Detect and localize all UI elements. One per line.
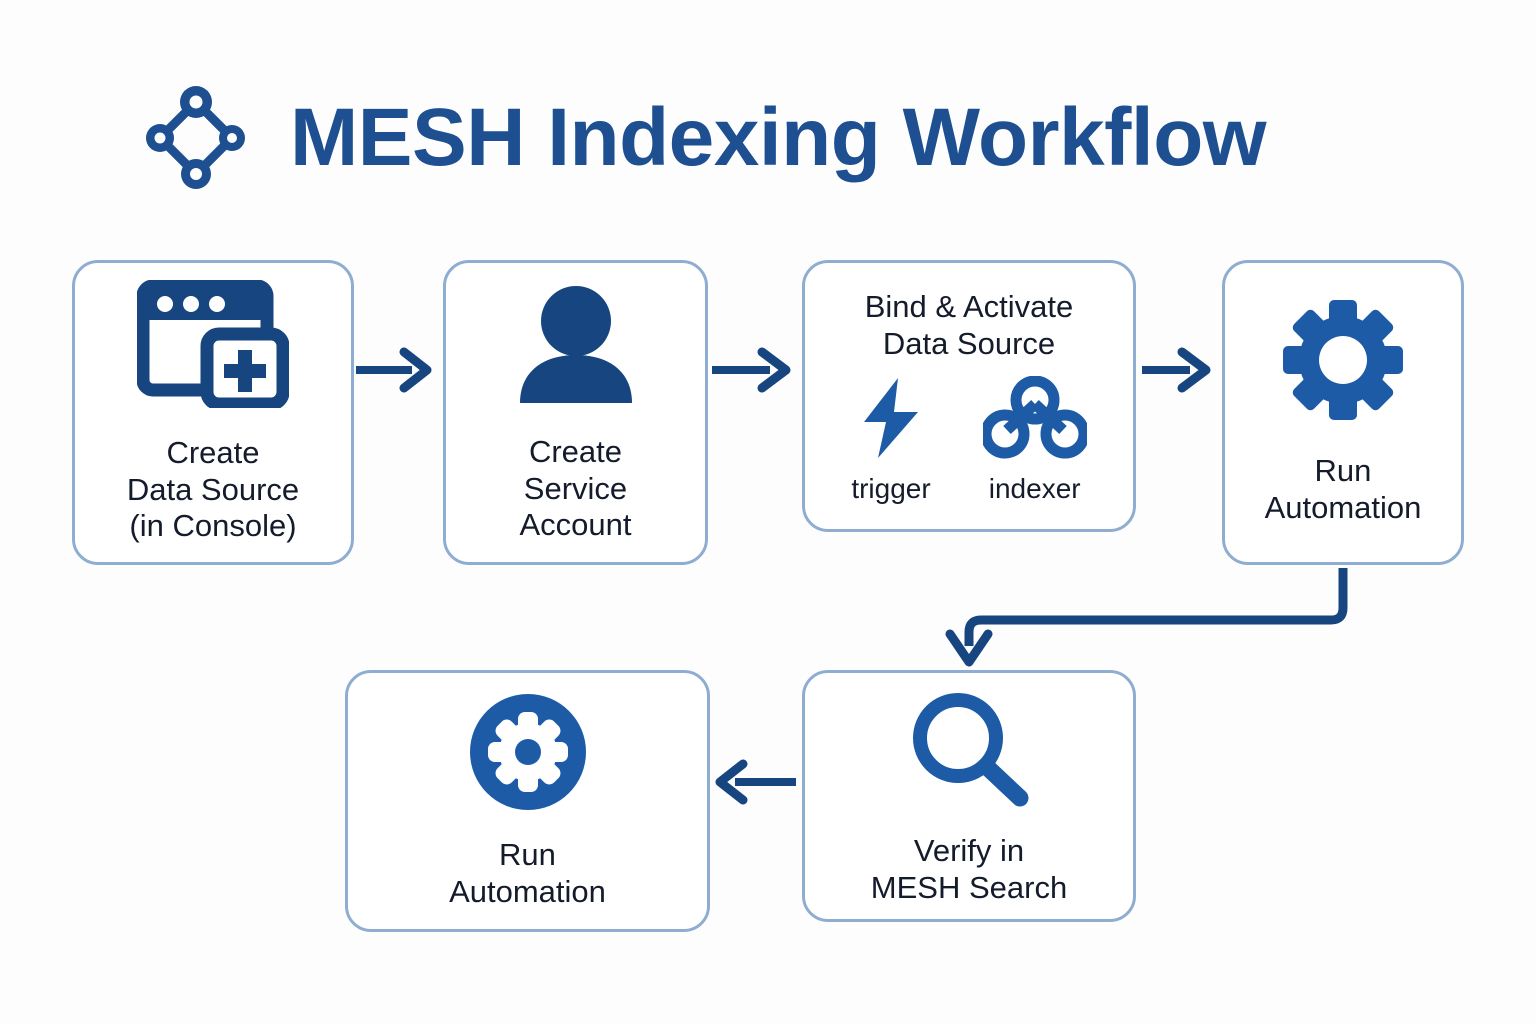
card-label: Run Automation: [449, 836, 606, 909]
browser-window-add-icon: [136, 279, 290, 413]
card-run-automation-top[interactable]: Run Automation: [1222, 260, 1464, 565]
gear-outline-icon: [1281, 298, 1405, 427]
mesh-node-graph-icon: [140, 82, 252, 194]
user-person-icon: [510, 281, 642, 410]
card-label: Run Automation: [1264, 453, 1422, 525]
magnifying-glass-icon: [906, 686, 1032, 817]
subicon-trigger[interactable]: trigger: [851, 376, 931, 505]
subicon-caption: indexer: [988, 473, 1081, 505]
gear-circle-filled-icon: [468, 692, 588, 817]
card-create-service-account[interactable]: Create Service Account: [443, 260, 708, 565]
bind-subicon-group: trigger indexer: [851, 375, 1090, 505]
card-bind-activate[interactable]: Bind & Activate Data Source trigger: [802, 260, 1136, 532]
subicon-caption: trigger: [851, 473, 931, 505]
card-label: Create Data Source (in Console): [126, 435, 300, 544]
subicon-indexer[interactable]: indexer: [980, 375, 1090, 505]
header: MESH Indexing Workflow: [140, 82, 1267, 194]
arrow-run-automation-top-to-verify-search: [945, 568, 1348, 667]
arrow-create-data-source-to-create-service-account: [356, 347, 432, 393]
arrow-create-service-account-to-bind-activate: [712, 347, 791, 393]
card-label: Verify in MESH Search: [870, 832, 1068, 905]
card-run-automation-bottom[interactable]: Run Automation: [345, 670, 710, 932]
card-create-data-source[interactable]: Create Data Source (in Console): [72, 260, 354, 565]
arrow-bind-activate-to-run-automation-top: [1142, 347, 1211, 393]
node-tree-indexer-icon: [980, 375, 1090, 465]
arrow-verify-search-to-run-automation-bottom: [715, 759, 796, 805]
page-title: MESH Indexing Workflow: [290, 92, 1267, 183]
card-verify-search[interactable]: Verify in MESH Search: [802, 670, 1136, 922]
lightning-bolt-icon: [856, 376, 926, 465]
card-label: Create Service Account: [519, 434, 632, 543]
card-heading: Bind & Activate Data Source: [864, 289, 1074, 361]
